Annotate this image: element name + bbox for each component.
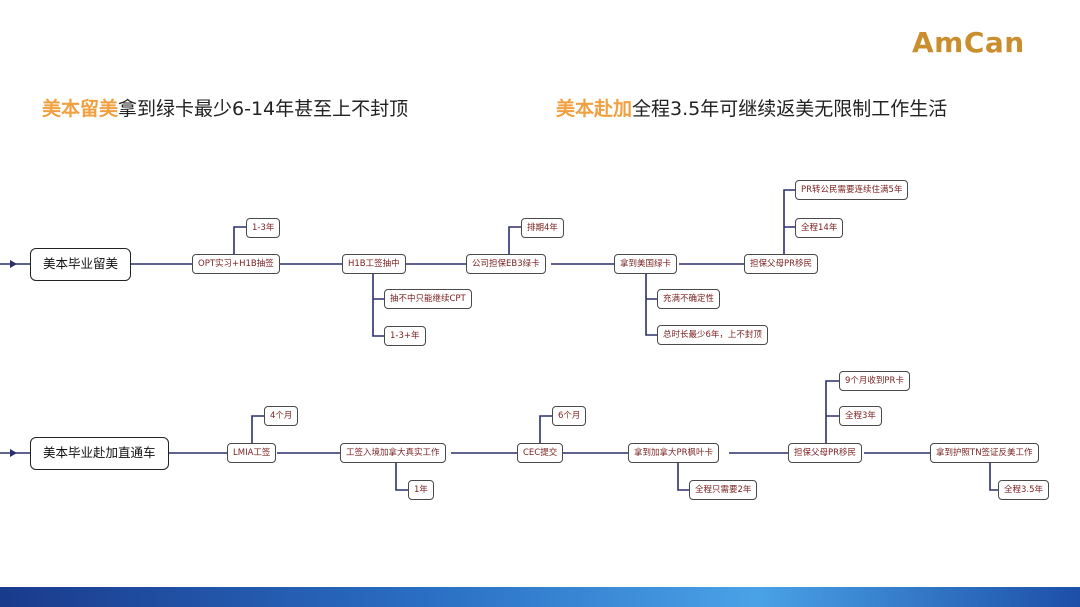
amcan-logo: AmCan — [912, 26, 1025, 59]
us-greencard-note-1: 充满不确定性 — [657, 289, 721, 309]
us-h1b-branch — [372, 273, 384, 337]
us-eb3-note: 排期4年 — [521, 218, 564, 238]
ca-cec-branch — [539, 415, 552, 444]
headline-us-text: 拿到绿卡最少6-14年甚至上不封顶 — [118, 98, 409, 120]
ca-tn-node: 拿到护照TN签证反美工作 — [930, 443, 1039, 463]
ca-pr-note: 全程只需要2年 — [689, 480, 758, 500]
ca-cec-node: CEC提交 — [517, 443, 564, 463]
us-opt-note: 1-3年 — [246, 218, 281, 238]
us-parents-note-2: 全程14年 — [795, 218, 844, 238]
ca-parents-branch — [825, 380, 839, 444]
us-arrow-icon — [10, 260, 17, 268]
ca-tn-note: 全程3.5年 — [998, 480, 1050, 500]
us-parents-node: 担保父母PR移民 — [744, 254, 819, 274]
us-greencard-node: 拿到美国绿卡 — [614, 254, 678, 274]
ca-parents-note-2: 全程3年 — [839, 406, 882, 426]
ca-cec-note: 6个月 — [552, 406, 587, 426]
us-h1b-note-2: 1-3+年 — [384, 326, 426, 346]
headline-us-accent: 美本留美 — [42, 98, 119, 120]
us-h1b-node: H1B工签抽中 — [342, 254, 406, 274]
ca-root-node: 美本毕业赴加直通车 — [30, 437, 169, 470]
us-root-node: 美本毕业留美 — [30, 248, 132, 281]
ca-tn-branch — [989, 462, 998, 491]
us-parents-note-1: PR转公民需要连续住满5年 — [795, 180, 909, 200]
footer-bar — [0, 587, 1080, 607]
ca-arrow-icon — [10, 449, 17, 457]
us-gc-branch — [645, 273, 657, 336]
ca-pr-node: 拿到加拿大PR枫叶卡 — [628, 443, 720, 463]
ca-work-node: 工签入境加拿大真实工作 — [340, 443, 446, 463]
headline-ca: 美本赴加全程3.5年可继续返美无限制工作生活 — [556, 94, 947, 121]
ca-parents-note-1: 9个月收到PR卡 — [839, 371, 910, 391]
ca-work-branch — [395, 462, 408, 491]
flow-connectors — [0, 189, 998, 491]
ca-lmia-node: LMIA工签 — [227, 443, 277, 463]
us-opt-branch — [233, 226, 246, 255]
us-opt-node: OPT实习+H1B抽签 — [192, 254, 280, 274]
ca-pr-branch — [677, 462, 689, 491]
us-h1b-note-1: 抽不中只能继续CPT — [384, 289, 472, 309]
headline-ca-text: 全程3.5年可继续返美无限制工作生活 — [632, 98, 948, 120]
us-eb3-branch — [508, 226, 521, 255]
ca-lmia-branch — [251, 415, 264, 444]
headline-us: 美本留美拿到绿卡最少6-14年甚至上不封顶 — [42, 94, 408, 121]
headline-ca-accent: 美本赴加 — [556, 98, 633, 120]
ca-work-note: 1年 — [408, 480, 434, 500]
us-parents-branch — [783, 189, 795, 255]
ca-parents-node: 担保父母PR移民 — [788, 443, 863, 463]
us-greencard-note-2: 总时长最少6年，上不封顶 — [657, 325, 768, 345]
us-eb3-node: 公司担保EB3绿卡 — [466, 254, 546, 274]
ca-lmia-note: 4个月 — [264, 406, 299, 426]
